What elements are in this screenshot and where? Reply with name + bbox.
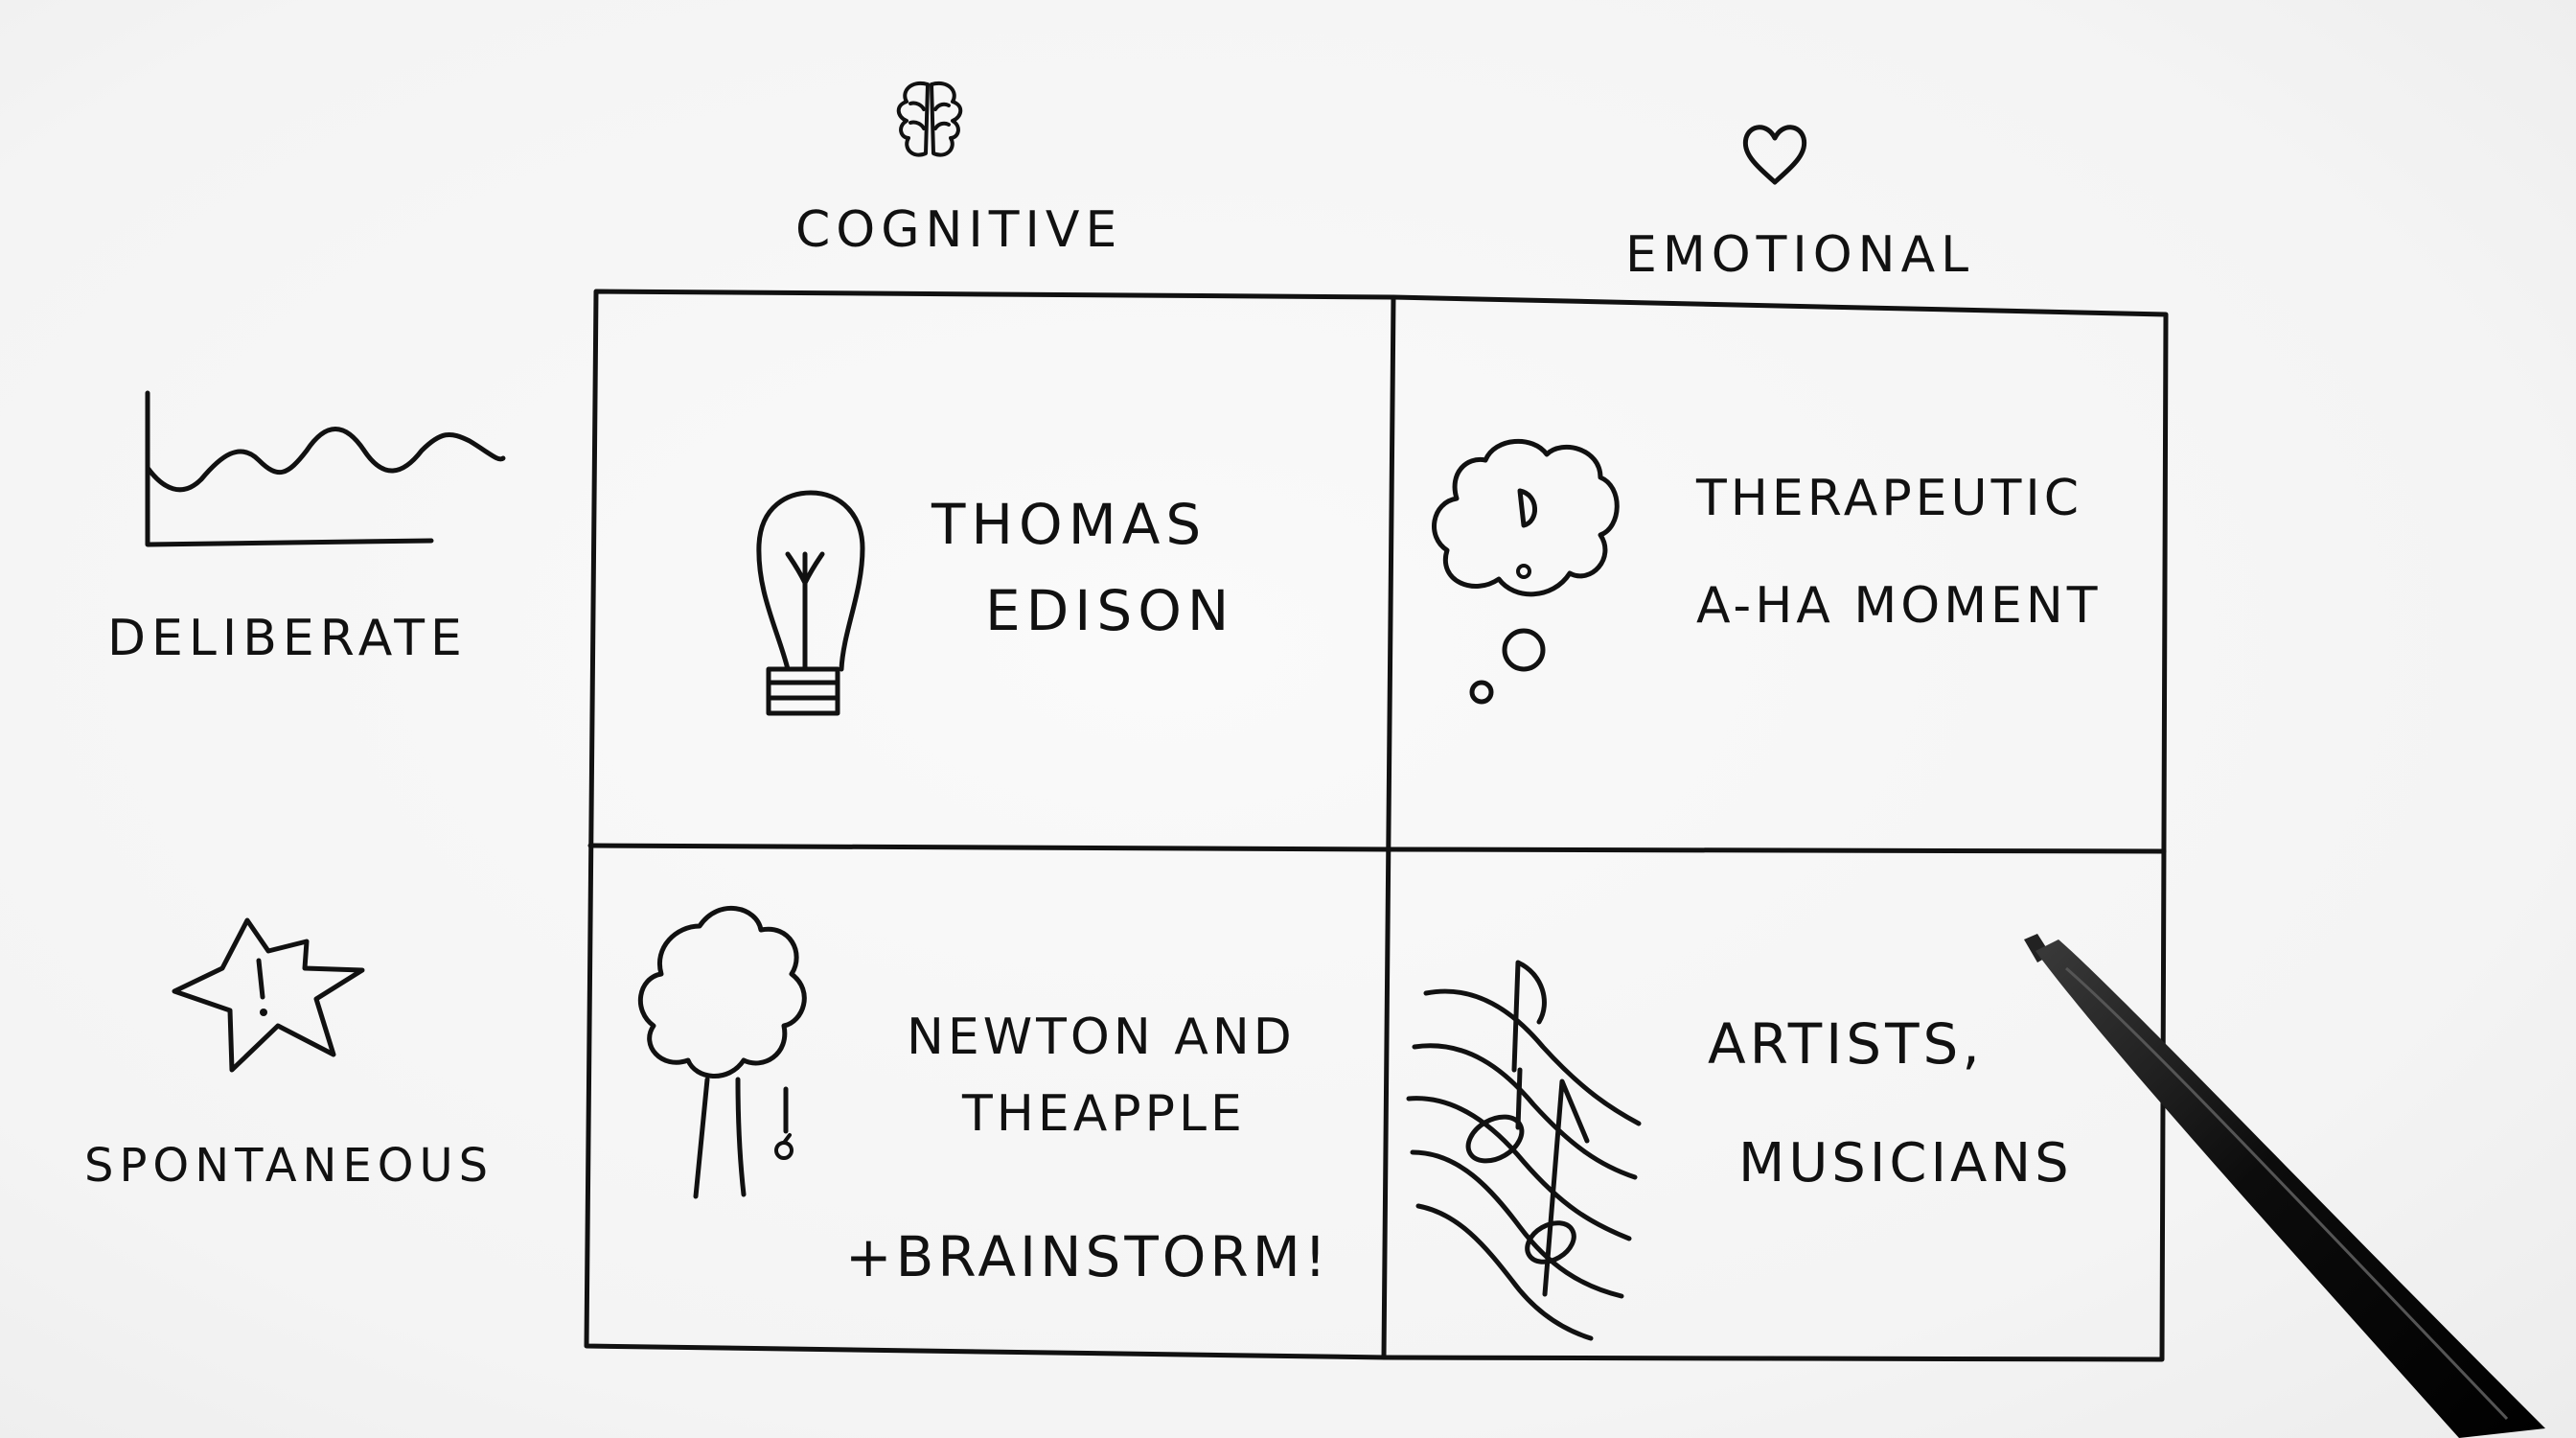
pen-icon xyxy=(2024,934,2545,1438)
column-header-emotional: EMOTIONAL xyxy=(1625,226,1975,284)
cell-emotional-deliberate-line-2: A-HA MOMENT xyxy=(1696,577,2102,635)
column-header-cognitive: COGNITIVE xyxy=(795,201,1123,259)
heart-icon xyxy=(1742,125,1807,185)
row-header-spontaneous: SPONTANEOUS xyxy=(84,1139,494,1193)
wavy-graph-icon xyxy=(145,390,506,547)
cell-emotional-spontaneous-line-1: ARTISTS, xyxy=(1708,1011,1984,1077)
cell-cognitive-spontaneous-line-3: +BRAINSTORM! xyxy=(845,1224,1330,1289)
cell-cognitive-spontaneous-line-2: THEAPPLE xyxy=(962,1085,1246,1143)
cell-emotional-spontaneous-line-2: MUSICIANS xyxy=(1738,1132,2073,1194)
burst-exclamation-icon xyxy=(172,917,365,1073)
tree-apple-icon xyxy=(637,905,807,1199)
cell-cognitive-deliberate-line-2: EDISON xyxy=(985,578,1235,643)
lightbulb-icon xyxy=(756,490,865,716)
thought-bubble-icon xyxy=(1432,439,1620,705)
cell-cognitive-deliberate-line-1: THOMAS xyxy=(932,492,1208,557)
music-notes-icon xyxy=(1406,960,1642,1341)
row-header-deliberate: DELIBERATE xyxy=(107,610,468,667)
brain-icon xyxy=(896,81,963,157)
cell-emotional-deliberate-line-1: THERAPEUTIC xyxy=(1696,470,2082,527)
cell-cognitive-spontaneous-line-1: NEWTON AND xyxy=(907,1009,1296,1066)
